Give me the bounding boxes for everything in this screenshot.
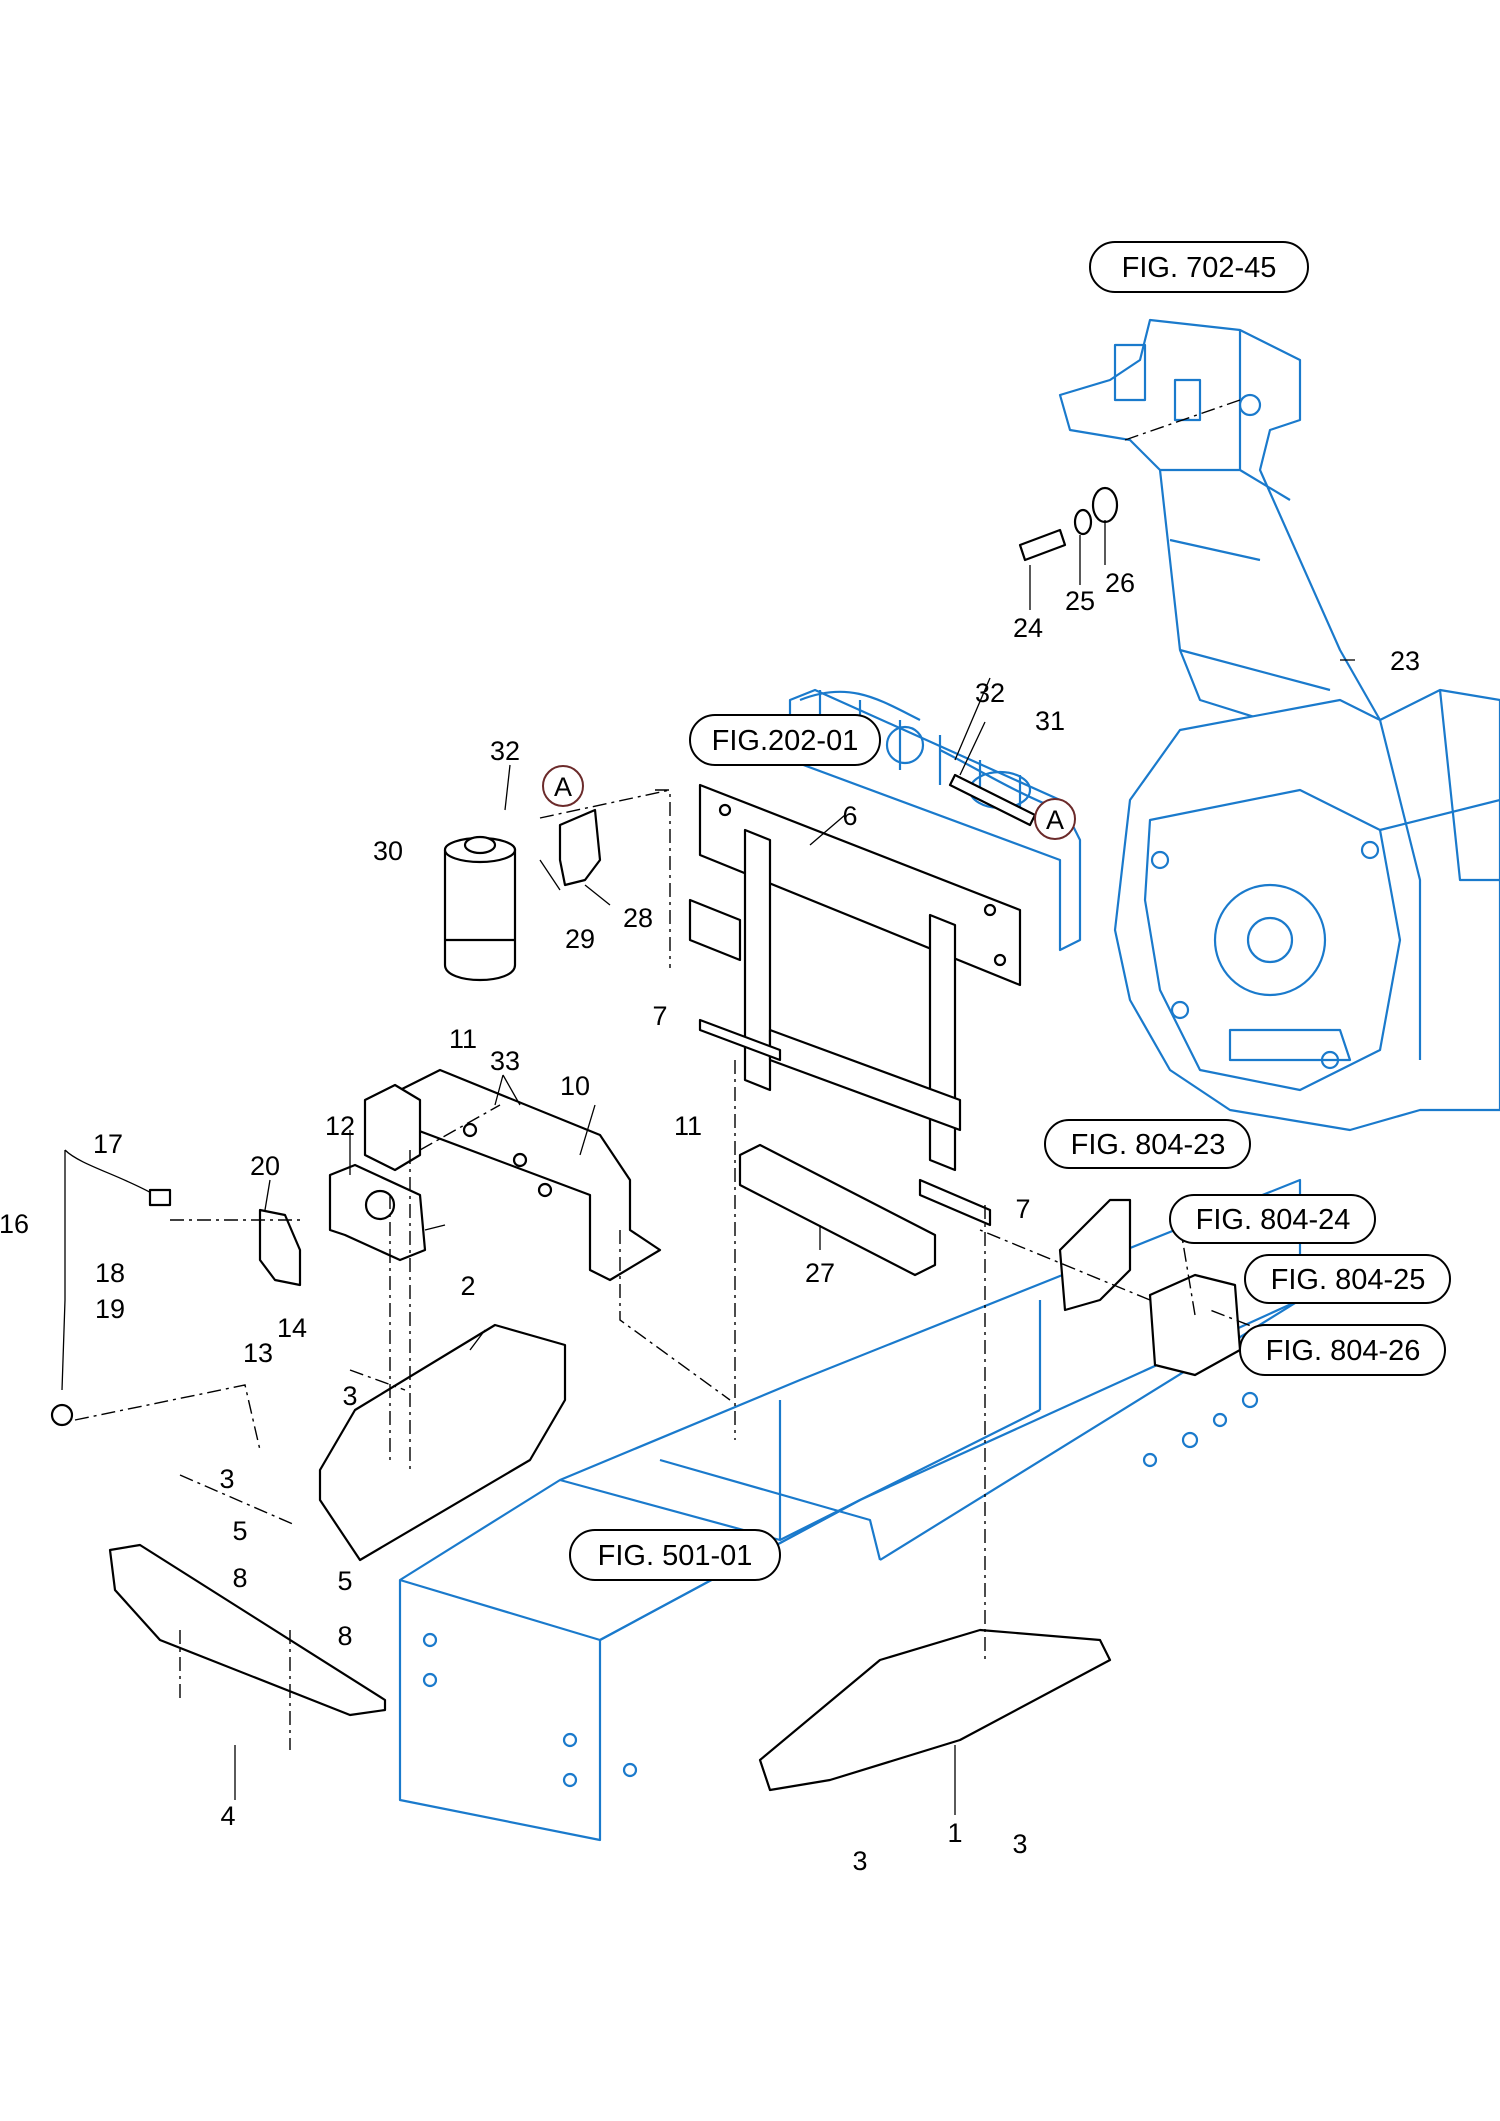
callout-14: 14 — [277, 1313, 307, 1343]
rubber-strip — [738, 1143, 937, 1277]
callout-11: 11 — [449, 1024, 477, 1054]
pipe — [948, 773, 1037, 827]
parts — [50, 486, 1242, 1792]
figure-ref-label: FIG. 702-45 — [1122, 252, 1277, 284]
radiator-mount-frame — [688, 783, 1022, 1227]
callout-8: 8 — [337, 1621, 352, 1651]
callout-12: 12 — [325, 1111, 355, 1141]
leader-lines — [234, 520, 1355, 1815]
callout-4: 4 — [220, 1801, 235, 1831]
figure-ref-804-25: FIG. 804-25 — [1244, 1254, 1451, 1304]
callout-25: 25 — [1065, 586, 1095, 616]
callout-32: 32 — [975, 678, 1005, 708]
figure-ref-label: FIG. 804-25 — [1271, 1264, 1426, 1296]
callout-6: 6 — [842, 801, 857, 831]
callout-5: 5 — [232, 1516, 247, 1546]
callout-3: 3 — [852, 1846, 867, 1876]
callout-3: 3 — [219, 1464, 234, 1494]
bolt-and-washers — [1018, 486, 1119, 562]
callout-7: 7 — [652, 1001, 667, 1031]
callout-17: 17 — [93, 1129, 123, 1159]
figure-ref-702-45: FIG. 702-45 — [1089, 241, 1309, 293]
callout-1: 1 — [947, 1818, 962, 1848]
dipstick-cable — [50, 1149, 172, 1427]
callout-23: 23 — [1390, 646, 1420, 676]
callout-29: 29 — [565, 924, 595, 954]
callout-33: 33 — [490, 1046, 520, 1076]
under-plate-left — [318, 1323, 567, 1562]
holder-bracket — [328, 1163, 427, 1262]
figure-ref-label: FIG. 804-26 — [1266, 1335, 1421, 1367]
mounting-plate — [258, 1208, 302, 1287]
figure-ref-label: FIG. 501-01 — [598, 1540, 753, 1572]
callout-24: 24 — [1013, 613, 1043, 643]
figure-ref-501-01: FIG. 501-01 — [569, 1529, 781, 1581]
figure-ref-202-01: FIG.202-01 — [689, 714, 881, 766]
callout-27: 27 — [805, 1258, 835, 1288]
callout-28: 28 — [623, 903, 653, 933]
callout-2: 2 — [460, 1271, 475, 1301]
callout-3: 3 — [1012, 1829, 1027, 1859]
side-bracket — [1058, 1198, 1132, 1312]
control-module — [1148, 1273, 1242, 1377]
figure-ref-label: FIG.202-01 — [712, 725, 859, 757]
callout-8: 8 — [232, 1563, 247, 1593]
callout-5: 5 — [337, 1566, 352, 1596]
lower-shield — [108, 1543, 387, 1717]
under-plate-right — [758, 1628, 1112, 1792]
figure-ref-804-26: FIG. 804-26 — [1239, 1324, 1446, 1376]
main-bracket — [363, 1068, 662, 1282]
clamp-bracket — [558, 808, 602, 887]
callout-11: 11 — [674, 1111, 702, 1141]
callout-31: 31 — [1035, 706, 1065, 736]
connection-marker-a-right: A — [1034, 798, 1076, 840]
figure-ref-label: FIG. 804-23 — [1071, 1129, 1226, 1161]
marker-label: A — [554, 772, 572, 802]
transmission-housing — [1113, 688, 1500, 1132]
figure-ref-label: FIG. 804-24 — [1196, 1204, 1351, 1236]
marker-label: A — [1046, 805, 1064, 835]
connection-marker-a-left: A — [542, 765, 584, 807]
callout-7: 7 — [1015, 1194, 1030, 1224]
figure-ref-804-23: FIG. 804-23 — [1044, 1119, 1251, 1169]
callout-20: 20 — [250, 1151, 280, 1181]
connection-markers: A A — [542, 765, 1076, 840]
callout-13: 13 — [243, 1338, 273, 1368]
callout-numbers: 1 2 3 3 3 3 4 5 5 6 7 7 8 8 10 11 11 12 … — [0, 568, 1420, 1876]
figure-ref-804-24: FIG. 804-24 — [1169, 1194, 1376, 1244]
callout-16: 16 — [0, 1209, 29, 1239]
callout-3: 3 — [342, 1381, 357, 1411]
callout-32: 32 — [490, 736, 520, 766]
callout-10: 10 — [560, 1071, 590, 1101]
callout-30: 30 — [373, 836, 403, 866]
callout-18: 18 — [95, 1258, 125, 1288]
callout-26: 26 — [1105, 568, 1135, 598]
transmission-support-bracket — [1058, 318, 1382, 752]
figure-references: FIG. 702-45 FIG.202-01 FIG. 804-23 FIG. … — [569, 241, 1451, 1581]
alignment-lines — [74, 399, 1301, 1750]
receiver-drier — [443, 835, 517, 981]
callout-19: 19 — [95, 1294, 125, 1324]
